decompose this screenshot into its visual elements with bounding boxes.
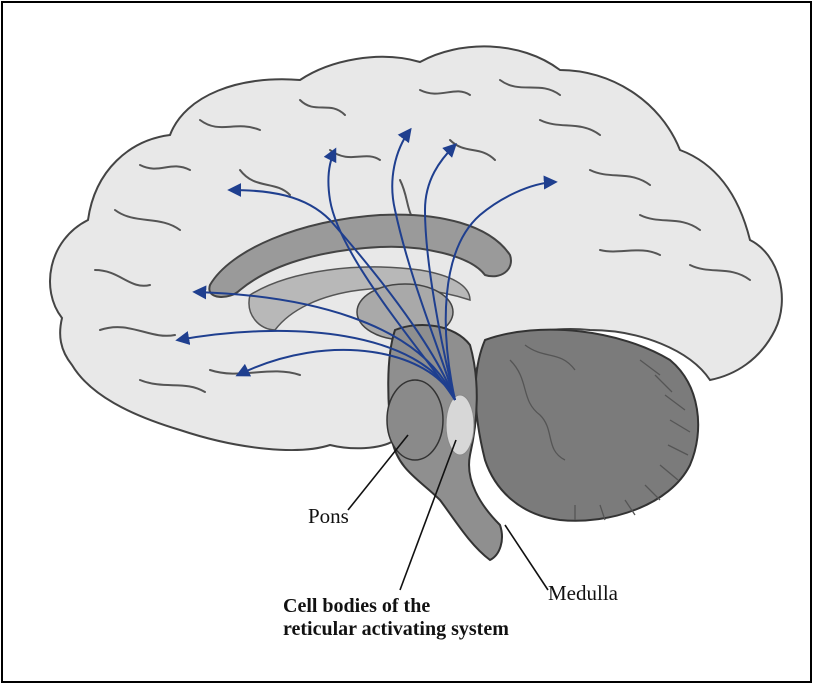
cerebellum <box>476 330 699 521</box>
reticular-nucleus <box>446 395 474 455</box>
pons <box>387 380 443 460</box>
label-medulla: Medulla <box>548 581 618 605</box>
label-cell-bodies: Cell bodies of the reticular activating … <box>283 595 509 641</box>
label-cell-bodies-line2: reticular activating system <box>283 618 509 641</box>
label-cell-bodies-line1: Cell bodies of the <box>283 595 509 618</box>
leader-medulla <box>505 525 548 590</box>
label-pons: Pons <box>308 504 349 528</box>
